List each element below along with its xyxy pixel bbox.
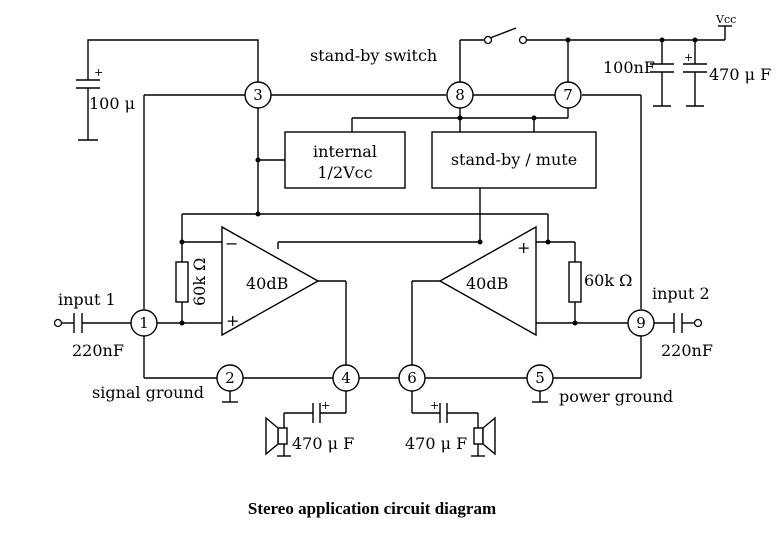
label-cap-220nf-right: 220nF [661,341,713,360]
plus-sign: + [321,399,330,412]
pin-3: 3 [244,81,272,109]
ground-wiring: signal ground power ground [92,336,673,406]
pin-label: 8 [455,86,465,104]
label-signal-ground: signal ground [92,383,204,402]
label-cap-470-supply: 470 μ F [709,65,771,84]
diagram-caption: Stereo application circuit diagram [248,499,496,518]
plus-sign: + [684,51,693,64]
standby-mute-label: stand-by / mute [451,150,577,169]
label-power-ground: power ground [559,387,673,406]
pin-8: 8 [446,81,474,109]
right-amp-gain: 40dB [466,274,508,293]
standby-switch: stand-by switch [310,27,528,65]
label-res-right: 60k Ω [584,271,632,290]
label-input-2: input 2 [652,284,710,303]
internal-block-line1: internal [313,142,377,161]
block-wiring [181,108,569,262]
pin-label: 5 [535,369,545,387]
speaker-icon [265,416,288,456]
right-speaker-output: + 470 μ F [405,391,496,457]
pin-4: 4 [332,364,360,392]
pin-9: 9 [627,309,655,337]
label-vcc: Vcc [715,13,736,26]
label-input-1: input 1 [58,290,116,309]
amplifier-wiring [157,239,628,366]
pin-7: 7 [554,81,582,109]
input-2: input 2 220nF [652,284,713,360]
resistor-right: 60k Ω [568,261,632,303]
left-amplifier: 40dB − + [221,225,320,337]
right-amplifier: 40dB + [438,225,537,337]
label-cap-100nf: 100nF [603,58,655,77]
pin-1: 1 [130,309,158,337]
right-amp-plus: + [517,238,530,257]
wires-top [87,26,726,309]
supply-capacitors: Vcc 100nF + 470 μ F [565,13,771,107]
label-cap-470-left: 470 μ F [292,434,354,453]
resistor-left: 60k Ω [175,258,209,306]
label-standby-switch: stand-by switch [310,46,437,65]
capacitor-100u: + 100 μ [76,66,135,141]
label-cap-470-right: 470 μ F [405,434,467,453]
left-amp-gain: 40dB [246,274,288,293]
pin-5: 5 [526,364,554,392]
pin-label: 2 [225,369,235,387]
pin-label: 6 [407,369,417,387]
plus-sign: + [94,66,103,79]
label-cap-220nf-left: 220nF [72,341,124,360]
speaker-icon [473,416,496,456]
plus-sign: + [430,399,439,412]
standby-mute-block: stand-by / mute [431,131,597,189]
left-amp-plus: + [226,311,239,330]
label-cap-100u: 100 μ [89,94,135,113]
label-res-left: 60k Ω [190,258,209,306]
left-speaker-output: + 470 μ F [265,391,354,457]
pin-label: 9 [636,314,646,332]
pin-label: 3 [253,86,263,104]
pin-label: 1 [139,314,149,332]
pin-6: 6 [398,364,426,392]
internal-block-line2: 1/2Vcc [317,163,372,182]
pin-label: 4 [341,369,351,387]
internal-half-vcc-block: internal 1/2Vcc [284,131,406,189]
pin-label: 7 [563,86,573,104]
left-amp-minus: − [225,234,238,253]
pin-2: 2 [216,364,244,392]
input-1: input 1 220nF [53,290,131,360]
